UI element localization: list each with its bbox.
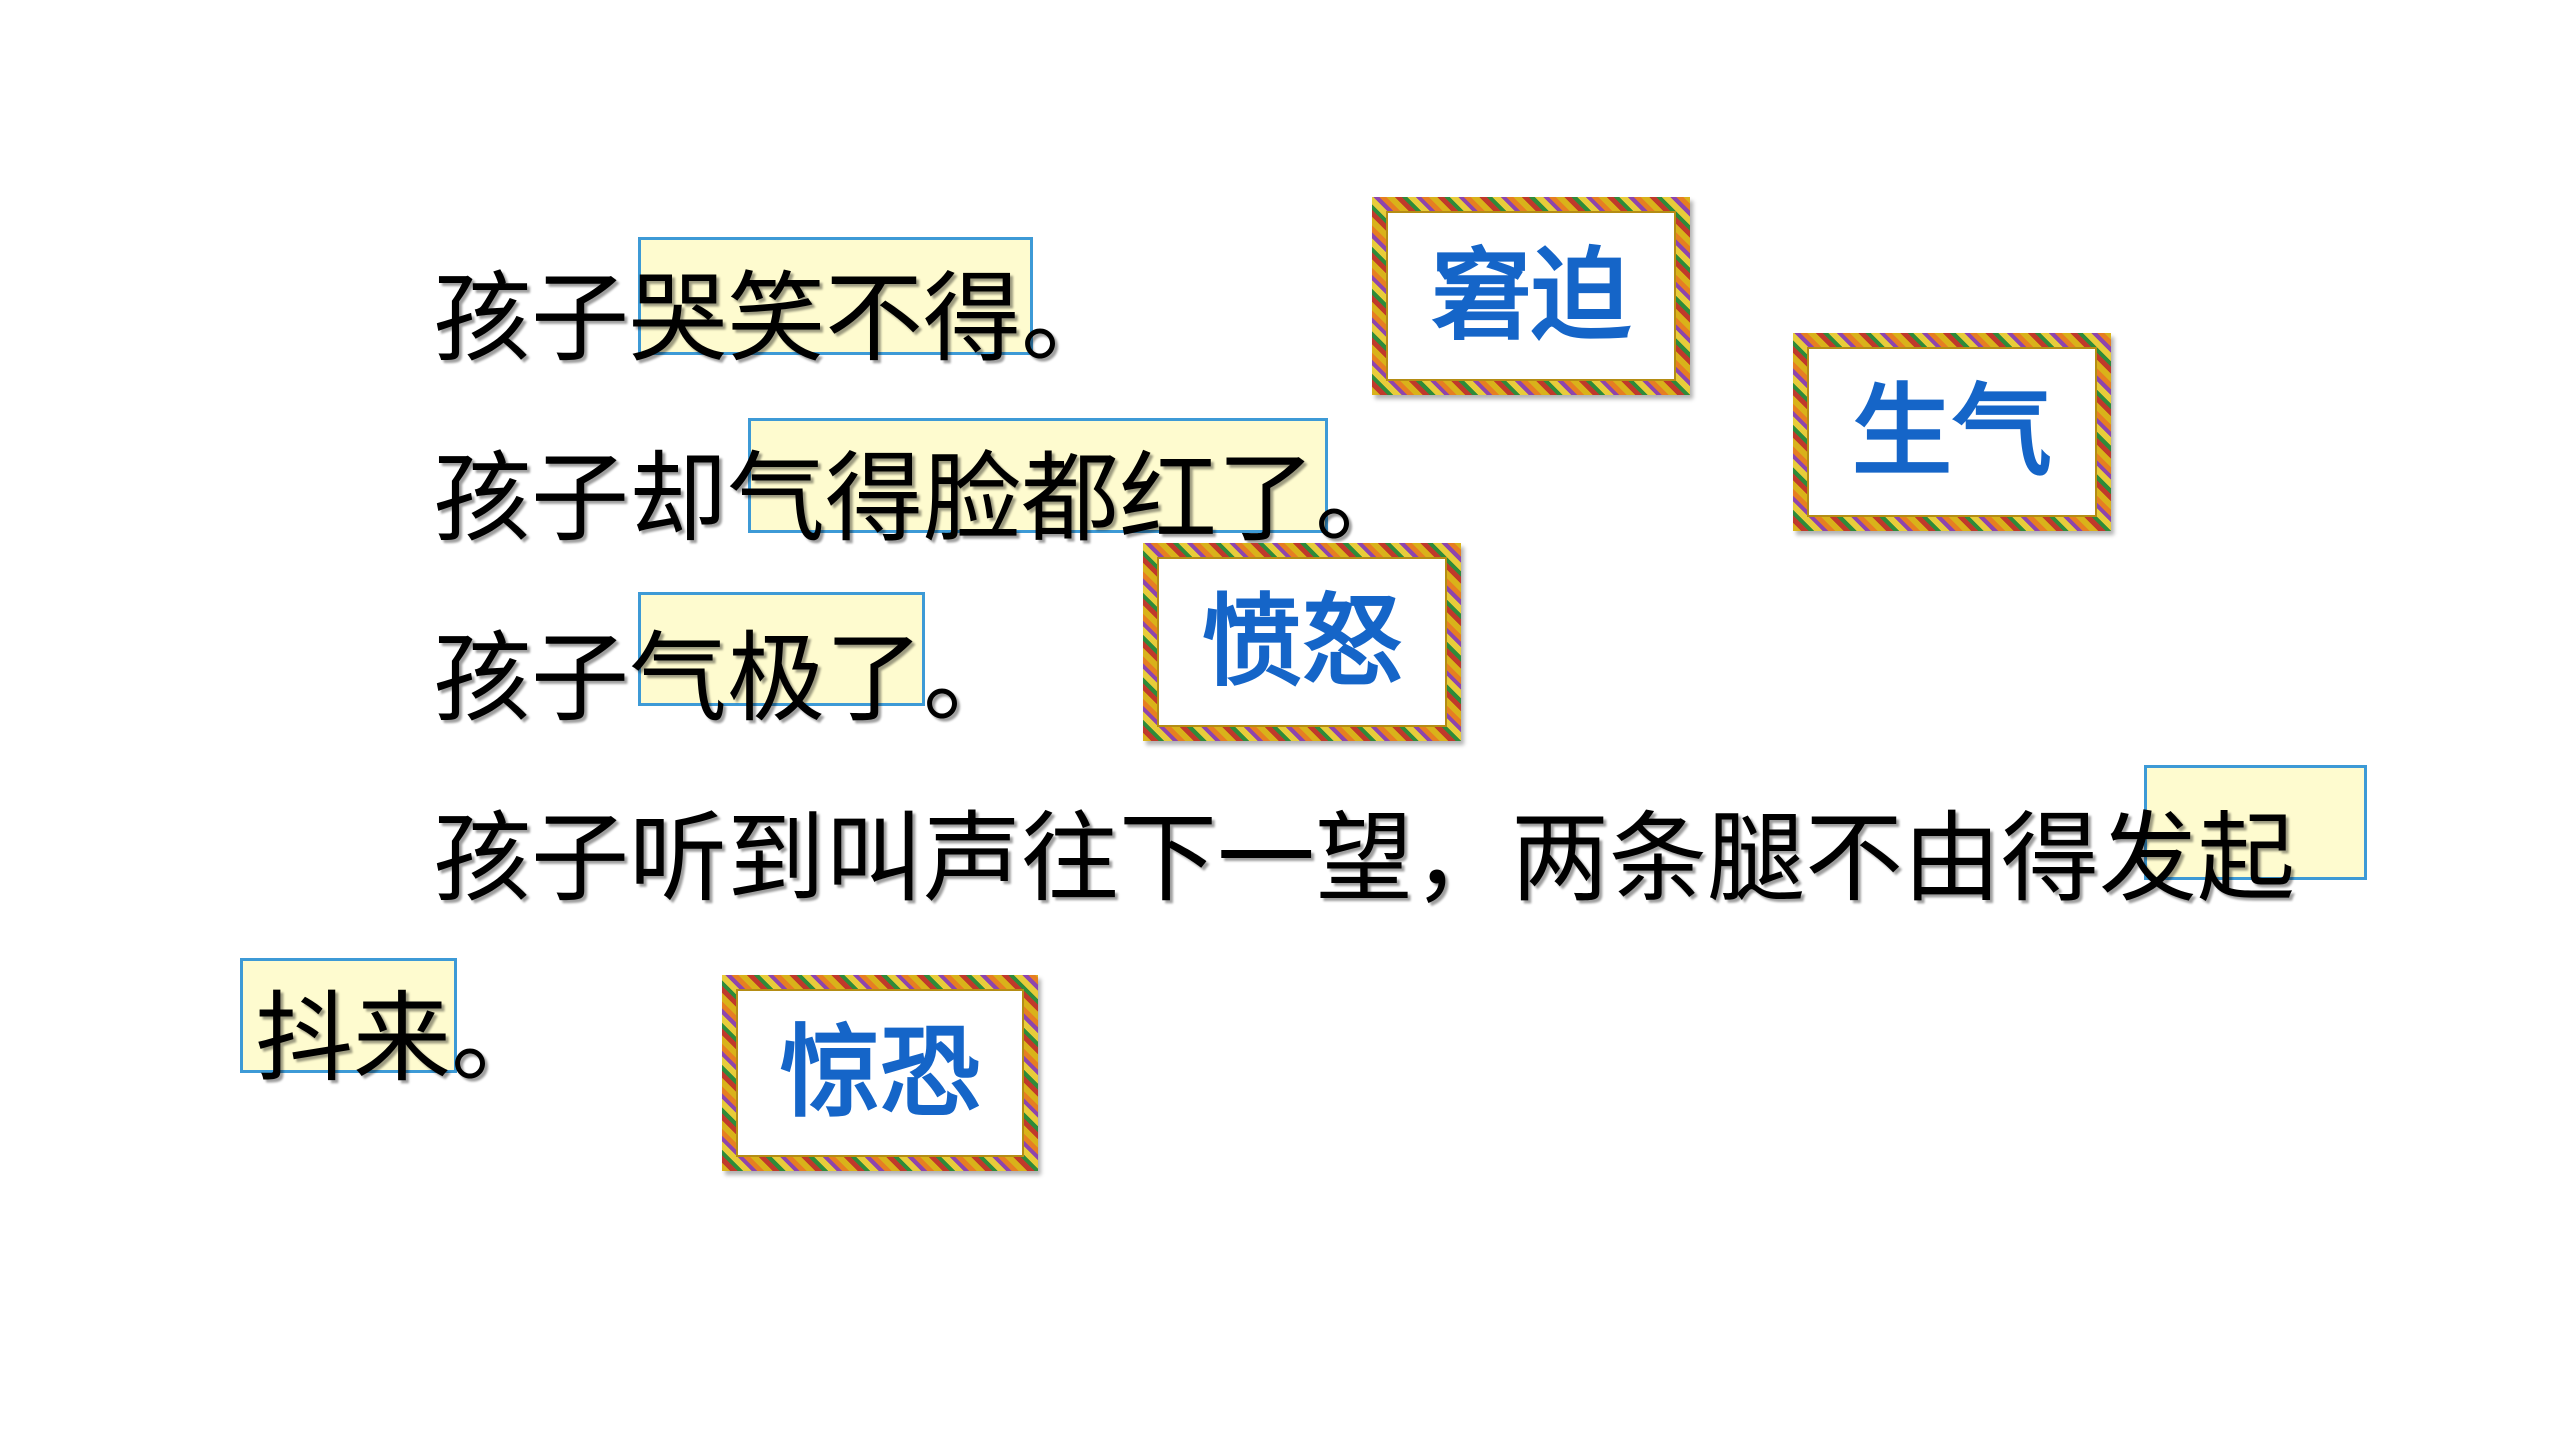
word-card-jingkong[interactable]: 惊恐 bbox=[722, 975, 1038, 1171]
sentence-3: 孩子气极了。 bbox=[433, 622, 1022, 736]
sentence-4-line-1: 孩子听到叫声往下一望，两条腿不由得发起 bbox=[433, 802, 2296, 916]
word-card-label: 惊恐 bbox=[780, 1014, 980, 1131]
highlight-box-5 bbox=[240, 958, 457, 1073]
word-card-label: 生气 bbox=[1852, 373, 2052, 490]
sentence-4-line-2: 抖来。 bbox=[255, 982, 550, 1096]
highlight-box-4 bbox=[2144, 765, 2367, 880]
sentence-1: 孩子哭笑不得。 bbox=[433, 262, 1120, 376]
word-card-fennu[interactable]: 愤怒 bbox=[1143, 543, 1461, 741]
highlight-box-2 bbox=[748, 418, 1328, 533]
word-card-shengqi[interactable]: 生气 bbox=[1793, 333, 2111, 531]
sentence-2: 孩子却气得脸都红了。 bbox=[433, 442, 1414, 556]
highlight-box-3 bbox=[638, 592, 925, 706]
highlight-box-1 bbox=[638, 237, 1033, 355]
word-card-label: 窘迫 bbox=[1431, 237, 1631, 354]
word-card-label: 愤怒 bbox=[1202, 583, 1402, 700]
word-card-jiongpo[interactable]: 窘迫 bbox=[1372, 197, 1690, 395]
